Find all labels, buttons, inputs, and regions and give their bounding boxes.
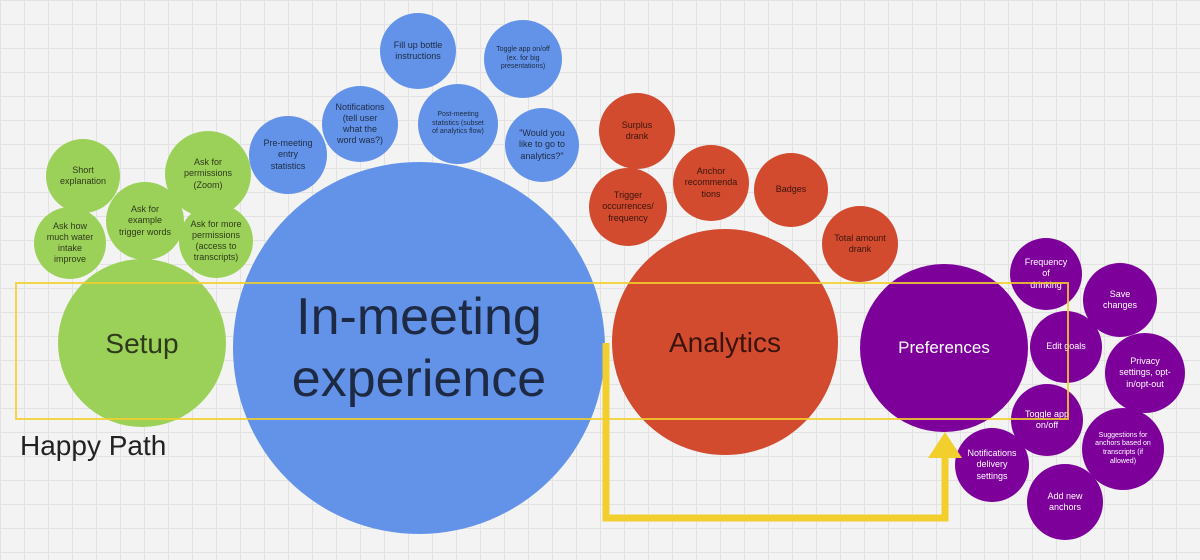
analytics-sub-trigger-occurrences: Trigger occurrences/ frequency (589, 168, 667, 246)
preferences-sub-add-new-anchors: Add new anchors (1027, 464, 1103, 540)
preferences-sub-edit-goals: Edit goals (1030, 311, 1102, 383)
happy-path-label: Happy Path (20, 430, 167, 461)
in-meeting-sub-fill-bottle: Fill up bottle instructions (380, 13, 456, 89)
analytics-sub-anchor-recommendations: Anchor recommenda tions (673, 145, 749, 221)
analytics-sub-surplus-drank: Surplus drank (599, 93, 675, 169)
preferences-sub-save-changes: Save changes (1083, 263, 1157, 337)
setup-sub-more-permissions: Ask for more permissions (access to tran… (179, 204, 253, 278)
in-meeting-main-bubble: In-meeting experience (233, 162, 605, 534)
in-meeting-sub-post-meeting-stats: Post-meeting statistics (subset of analy… (418, 84, 498, 164)
analytics-main-bubble: Analytics (612, 229, 838, 455)
preferences-sub-privacy-settings: Privacy settings, opt- in/opt-out (1105, 333, 1185, 413)
setup-sub-example-trigger-words: Ask for example trigger words (106, 182, 184, 260)
analytics-sub-badges: Badges (754, 153, 828, 227)
in-meeting-sub-notifications: Notifications (tell user what the word w… (322, 86, 398, 162)
setup-sub-short-explanation: Short explanation (46, 139, 120, 213)
setup-main-bubble: Setup (58, 259, 226, 427)
setup-sub-water-intake: Ask how much water intake improve (34, 207, 106, 279)
preferences-sub-notifications-delivery: Notifications delivery settings (955, 428, 1029, 502)
in-meeting-sub-go-to-analytics: "Would you like to go to analytics?" (505, 108, 579, 182)
preferences-main-bubble: Preferences (860, 264, 1028, 432)
preferences-sub-frequency-of-drinking: Frequency of drinking (1010, 238, 1082, 310)
in-meeting-sub-toggle-app: Toggle app on/off (ex. for big presentat… (484, 20, 562, 98)
in-meeting-sub-pre-meeting-stats: Pre-meeting entry statistics (249, 116, 327, 194)
analytics-sub-total-amount-drank: Total amount drank (822, 206, 898, 282)
preferences-sub-anchor-suggestions: Suggestions for anchors based on transcr… (1082, 408, 1164, 490)
